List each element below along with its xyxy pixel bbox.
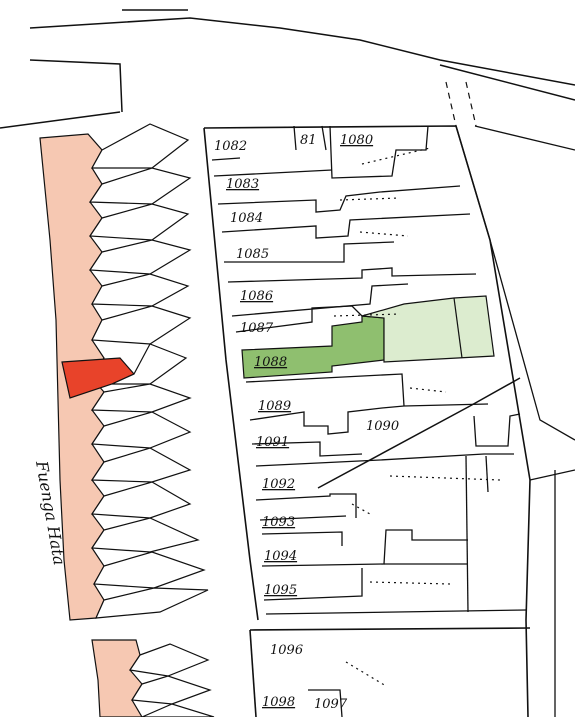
plot-label-1085: 1085 [236, 247, 269, 262]
plot-label-1087: 1087 [240, 321, 274, 336]
plot-label-1086: 1086 [240, 289, 273, 304]
plot-label-1080: 1080 [340, 133, 373, 148]
house-fronts [88, 123, 215, 717]
plot-label-1083: 1083 [226, 177, 259, 192]
plot-label-1089: 1089 [258, 399, 291, 414]
boundary-lines [0, 9, 575, 129]
plot-label-1082: 1082 [214, 139, 247, 154]
plot-labels: 1082 81 1080 1083 1084 1085 1086 1087 10… [214, 133, 399, 712]
plot-label-1088: 1088 [254, 355, 287, 370]
plot-label-1092: 1092 [262, 477, 295, 492]
dotted-arrows [333, 147, 501, 687]
diagonal-lines [317, 377, 521, 489]
plot-1088-light-green [361, 295, 495, 363]
plot-label-1090: 1090 [366, 419, 399, 434]
dashed-lines [445, 81, 477, 127]
plot-label-1093: 1093 [262, 515, 295, 530]
plot-label-1095: 1095 [264, 583, 297, 598]
plot-label-1094: 1094 [264, 549, 297, 564]
plot-label-81: 81 [300, 133, 317, 148]
plot-label-1091: 1091 [256, 435, 289, 450]
plot-label-1098: 1098 [262, 695, 295, 710]
plot-label-1097: 1097 [314, 697, 348, 712]
plot-label-1096: 1096 [270, 643, 303, 658]
plot-divider [453, 297, 463, 359]
plot-label-1084: 1084 [230, 211, 263, 226]
block-outline [203, 125, 531, 717]
plot-dividers [211, 125, 527, 717]
